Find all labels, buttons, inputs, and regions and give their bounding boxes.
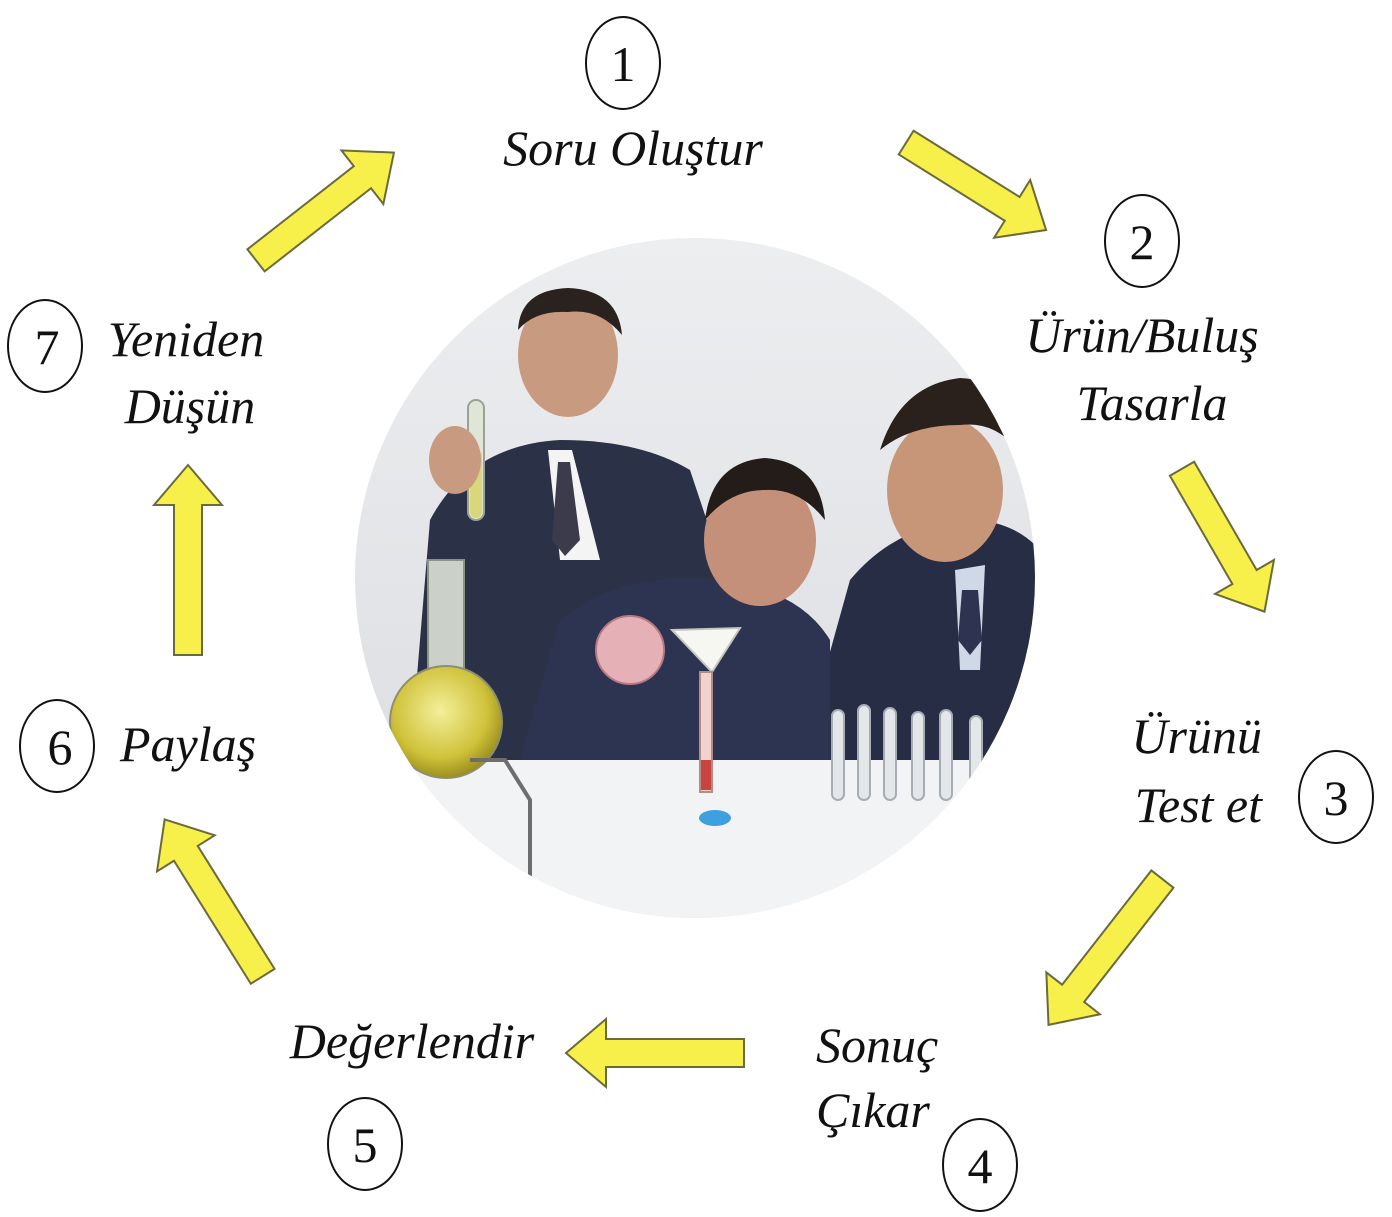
arrow-4-to-5 [564, 1016, 745, 1090]
arrow-5-to-6 [155, 818, 276, 986]
arrow-2-to-3 [1168, 460, 1276, 613]
step-number: 7 [35, 319, 60, 375]
step-label-line-1: Sonuç [816, 1017, 938, 1073]
step-label: Değerlendir [289, 1013, 535, 1069]
step-number: 6 [48, 719, 73, 775]
step-number: 5 [353, 1117, 378, 1173]
step-number: 3 [1324, 770, 1349, 826]
center-photo [355, 238, 1035, 918]
step-3: 3 Ürünü Test et [1131, 708, 1374, 844]
cycle-arrows [151, 129, 1276, 1090]
step-number: 4 [968, 1138, 993, 1194]
step-5: 5 Değerlendir [289, 1013, 535, 1191]
step-number: 1 [611, 36, 636, 92]
step-label-line-1: Ürün/Buluş [1025, 307, 1258, 363]
arrow-3-to-4 [1045, 869, 1175, 1027]
step-6: 6 Paylaş [19, 699, 256, 793]
arrow-1-to-2 [897, 129, 1048, 239]
arrow-6-to-7 [151, 463, 225, 656]
step-number-circle [7, 299, 83, 393]
step-2: 2 Ürün/Buluş Tasarla [1025, 194, 1259, 431]
step-label-line-2: Tasarla [1076, 375, 1227, 431]
step-4: 4 Sonuç Çıkar [816, 1017, 1018, 1212]
step-1: 1 Soru Oluştur [503, 16, 763, 176]
student-middle [520, 458, 830, 826]
step-number-circle [327, 1097, 403, 1191]
step-label-line-1: Ürünü [1131, 708, 1262, 764]
step-number-circle [585, 16, 661, 110]
step-label: Soru Oluştur [503, 120, 763, 176]
step-label-line-2: Çıkar [816, 1082, 930, 1138]
step-7: 7 Yeniden Düşün [7, 299, 265, 434]
step-number: 2 [1130, 214, 1155, 270]
step-label-line-2: Test et [1135, 777, 1263, 833]
step-number-circle [942, 1118, 1018, 1212]
step-label-line-1: Yeniden [108, 311, 265, 367]
step-label: Paylaş [119, 716, 256, 772]
step-number-circle [1298, 750, 1374, 844]
flask [389, 559, 532, 900]
step-number-circle [19, 699, 95, 793]
arrow-7-to-1 [245, 149, 396, 273]
step-number-circle [1104, 194, 1180, 288]
step-label-line-2: Düşün [124, 378, 256, 434]
